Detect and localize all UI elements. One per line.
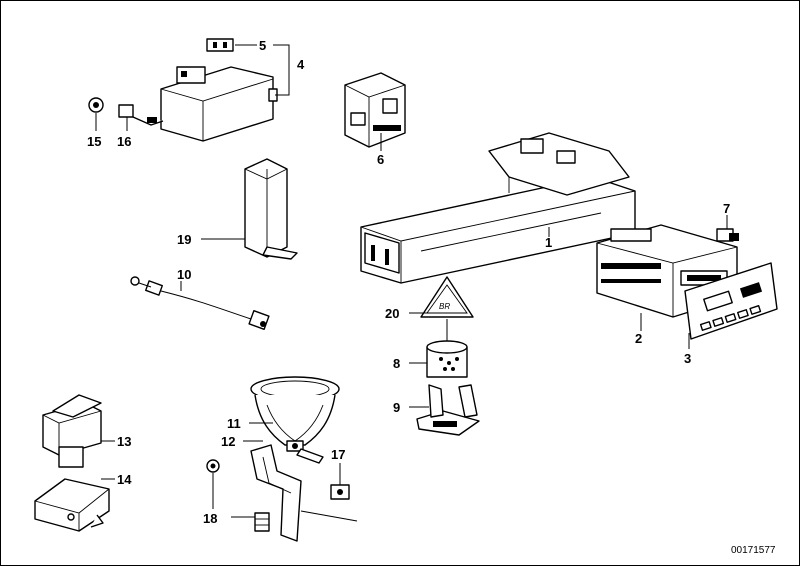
callout-12: 12 xyxy=(221,434,235,449)
callout-7: 7 xyxy=(723,201,730,216)
callout-4: 4 xyxy=(297,57,305,72)
callout-13: 13 xyxy=(117,434,131,449)
part-11-speaker xyxy=(250,376,340,464)
reference-number: 00171577 xyxy=(731,545,776,556)
part-16-clip xyxy=(118,104,164,126)
part-12-nut xyxy=(206,459,220,473)
svg-text:BR: BR xyxy=(439,302,450,311)
callout-5: 5 xyxy=(259,38,266,53)
part-9-holder xyxy=(416,384,480,436)
part-20-triangle-label: BR xyxy=(420,276,474,318)
part-7-clip xyxy=(716,228,739,242)
part-10-cable xyxy=(130,276,270,331)
callout-9: 9 xyxy=(393,400,400,415)
part-6-bracket xyxy=(344,72,406,148)
part-18-bolt xyxy=(254,512,270,532)
part-5-fuse xyxy=(206,38,234,52)
callout-18: 18 xyxy=(203,511,217,526)
callout-2: 2 xyxy=(635,331,642,346)
part-3-front-panel xyxy=(684,262,778,340)
part-4-control-unit xyxy=(160,66,278,142)
callout-16: 16 xyxy=(117,134,131,149)
part-13-switch xyxy=(42,394,102,468)
callout-20: 20 xyxy=(385,306,399,321)
leader-lines xyxy=(95,44,728,518)
part-1-mounting-frame xyxy=(360,132,636,284)
part-19-bracket xyxy=(244,158,298,260)
callout-6: 6 xyxy=(377,152,384,167)
callout-10: 10 xyxy=(177,267,191,282)
callout-14: 14 xyxy=(117,472,132,487)
callout-17: 17 xyxy=(331,447,345,462)
callout-8: 8 xyxy=(393,356,400,371)
callout-1: 1 xyxy=(545,235,552,250)
part-14-bracket xyxy=(34,478,110,532)
callout-11: 11 xyxy=(227,416,241,431)
callout-15: 15 xyxy=(87,134,101,149)
callout-19: 19 xyxy=(177,232,191,247)
part-15-screw xyxy=(88,97,104,113)
part-12-bracket xyxy=(250,444,358,542)
part-8-connector xyxy=(426,340,468,378)
callout-3: 3 xyxy=(684,351,691,366)
part-17-grommet xyxy=(330,484,350,500)
